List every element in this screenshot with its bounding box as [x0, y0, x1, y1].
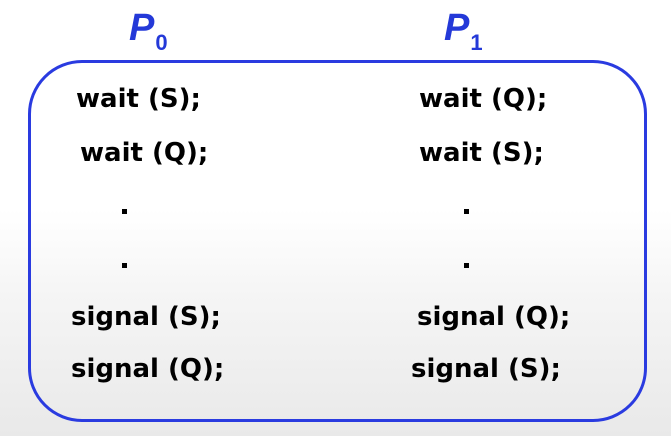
p0-statement-signal-s: signal (S); — [71, 302, 221, 332]
p0-ellipsis-dot-2 — [122, 263, 127, 268]
process-p1-title: P1 — [444, 7, 483, 55]
process-p0-subscript: 0 — [155, 30, 168, 55]
process-p1-subscript: 1 — [470, 30, 483, 55]
p1-statement-signal-q: signal (Q); — [417, 302, 571, 332]
p0-statement-wait-s: wait (S); — [76, 84, 201, 114]
process-p0-title: P0 — [129, 7, 168, 55]
p1-statement-signal-s: signal (S); — [411, 354, 561, 384]
p0-statement-wait-q: wait (Q); — [80, 138, 209, 168]
p1-ellipsis-dot-1 — [464, 209, 469, 214]
p0-statement-signal-q: signal (Q); — [71, 354, 225, 384]
process-p1-letter: P — [444, 7, 470, 49]
p1-ellipsis-dot-2 — [464, 263, 469, 268]
code-box — [28, 60, 647, 422]
p0-ellipsis-dot-1 — [122, 209, 127, 214]
p1-statement-wait-s: wait (S); — [419, 138, 544, 168]
process-p0-letter: P — [129, 7, 155, 49]
p1-statement-wait-q: wait (Q); — [419, 84, 548, 114]
